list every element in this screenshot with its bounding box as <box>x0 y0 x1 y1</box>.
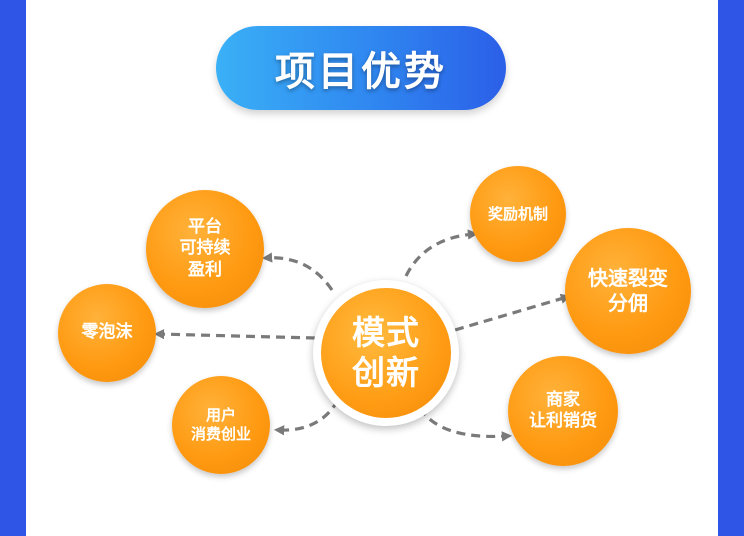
arrow-to-platform <box>261 252 334 291</box>
node-user-consumer-entrepreneurship: 用户 消费创业 <box>172 376 270 474</box>
node-platform-sustainable-profit: 平台 可持续 盈利 <box>146 190 264 308</box>
arrow-to-fission <box>454 293 571 332</box>
arrow-to-merchant <box>418 407 513 442</box>
node-reward-mechanism: 奖励机制 <box>470 166 566 262</box>
node-zero-bubble: 零泡沫 <box>58 284 156 382</box>
node-fast-fission-commission: 快速裂变 分佣 <box>565 228 691 354</box>
page-title: 项目优势 <box>275 49 447 95</box>
center-node-model-innovation: 模式 创新 <box>321 288 451 418</box>
arrow-to-user-consume <box>273 399 340 436</box>
node-merchant-discount-sales: 商家 让利销货 <box>508 356 618 466</box>
title-banner: 项目优势 <box>216 26 506 110</box>
arrow-to-zero-bubble <box>153 329 316 340</box>
arrow-to-reward <box>404 229 479 277</box>
